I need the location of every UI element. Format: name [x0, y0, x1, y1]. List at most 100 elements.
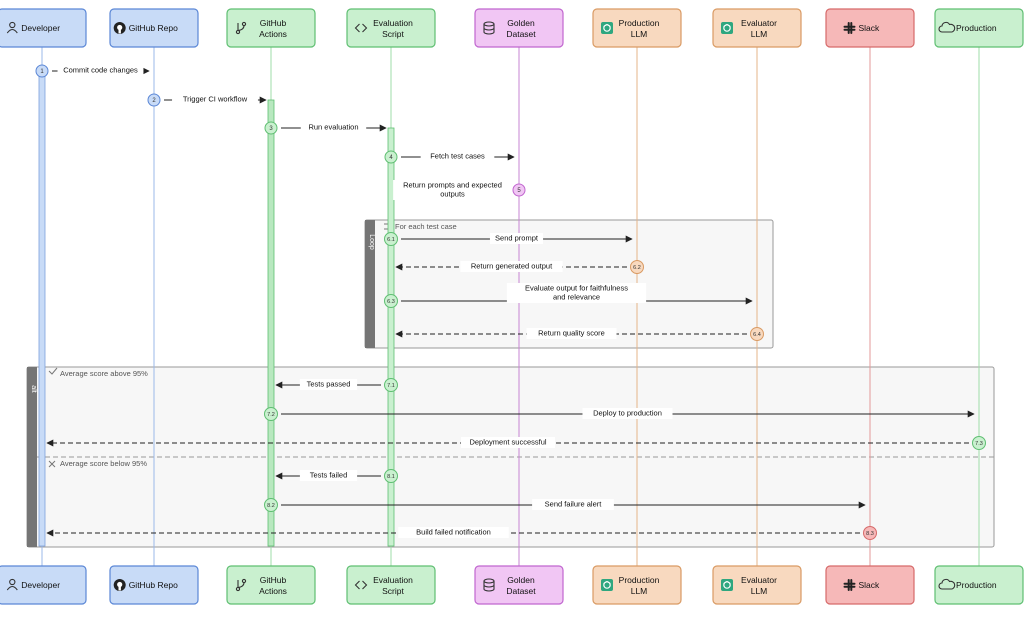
participant-label: Developer: [21, 23, 60, 33]
participant-box: [109, 8, 199, 48]
activation-bar-eval: [387, 127, 395, 547]
loop-tab: Loop: [365, 220, 375, 348]
participant-label: GitHub Repo: [129, 23, 178, 33]
step-marker: [264, 121, 278, 135]
message-label-bg: [489, 233, 544, 244]
message-label: Return quality score: [538, 329, 605, 338]
message-label-bg: [582, 408, 673, 419]
participant-label: Developer: [21, 580, 60, 590]
participant-box: [592, 565, 682, 605]
participant-repo-bottom: GitHub Repo: [109, 565, 199, 605]
participant-slack-top: Slack: [825, 8, 915, 48]
message-label: Evaluate output for faithfulness: [525, 284, 628, 293]
participant-box: [825, 8, 915, 48]
participant-label: Actions: [259, 29, 287, 39]
github-icon: [113, 579, 126, 591]
step-number: 4: [389, 155, 393, 161]
participant-box: [346, 8, 436, 48]
participant-box: [0, 8, 87, 48]
alt-condition-2: Average score below 95%: [60, 459, 147, 468]
message-label: Deployment successful: [469, 438, 546, 447]
code-icon: [354, 23, 368, 33]
participant-label: Production: [619, 18, 660, 28]
participant-box: [825, 565, 915, 605]
database-icon: [483, 21, 495, 35]
alt-condition-1: Average score above 95%: [60, 369, 148, 378]
participant-box: [226, 8, 316, 48]
code-icon: [354, 580, 368, 590]
step-number: 7.3: [975, 441, 983, 447]
message-label: Build failed notification: [416, 528, 491, 537]
participant-prod-top: Production: [934, 8, 1024, 48]
openai-icon: [601, 579, 613, 591]
participant-box: [0, 565, 87, 605]
user-icon: [6, 21, 18, 34]
participant-label: Actions: [259, 586, 287, 596]
openai-icon: [721, 22, 733, 34]
participant-label: Evaluation: [373, 575, 413, 585]
participant-label: Evaluator: [741, 18, 777, 28]
activation-bar-gha: [267, 99, 275, 547]
participant-box: [934, 8, 1024, 48]
activation-bar-dev: [38, 72, 46, 547]
slack-icon: [843, 579, 856, 591]
participant-label: Production: [619, 575, 660, 585]
participant-label: LLM: [751, 586, 768, 596]
message-7-3: Deployment successful 7.3: [46, 436, 986, 450]
message-label: Return prompts and expected: [403, 181, 502, 190]
loop-condition: For each test case: [395, 222, 457, 231]
participant-box: [712, 8, 802, 48]
message-label: and relevance: [553, 293, 600, 302]
message-label-bg: [299, 470, 358, 481]
participant-label: LLM: [631, 29, 648, 39]
participant-label: Evaluator: [741, 575, 777, 585]
message-label: Deploy to production: [593, 409, 662, 418]
step-number: 8.1: [387, 474, 395, 480]
message-label-bg: [460, 437, 556, 448]
step-marker: [384, 469, 398, 483]
step-number: 5: [517, 188, 521, 194]
message-label-bg: [460, 261, 563, 272]
step-marker: [384, 378, 398, 392]
participant-dev-top: Developer: [0, 8, 87, 48]
step-marker: [147, 93, 161, 107]
step-marker: [264, 498, 278, 512]
openai-icon: [601, 22, 613, 34]
slack-icon: [843, 22, 856, 34]
alt-tab: alt: [27, 367, 37, 547]
participant-dev-bottom: Developer: [0, 565, 87, 605]
step-number: 7.2: [267, 412, 275, 418]
participant-slack-bottom: Slack: [825, 565, 915, 605]
step-marker: [384, 232, 398, 246]
step-number: 6.3: [387, 299, 395, 305]
participant-label: Dataset: [506, 586, 536, 596]
message-label: Commit code changes: [63, 66, 138, 75]
participant-box: [226, 565, 316, 605]
participant-label: GitHub: [260, 575, 287, 585]
step-marker: [384, 150, 398, 164]
loop-tab-label: Loop: [368, 234, 375, 250]
step-marker: [972, 436, 986, 450]
participant-box: [474, 565, 564, 605]
step-marker: [750, 327, 764, 341]
participant-label: LLM: [751, 29, 768, 39]
message-label-bg: [393, 180, 512, 200]
